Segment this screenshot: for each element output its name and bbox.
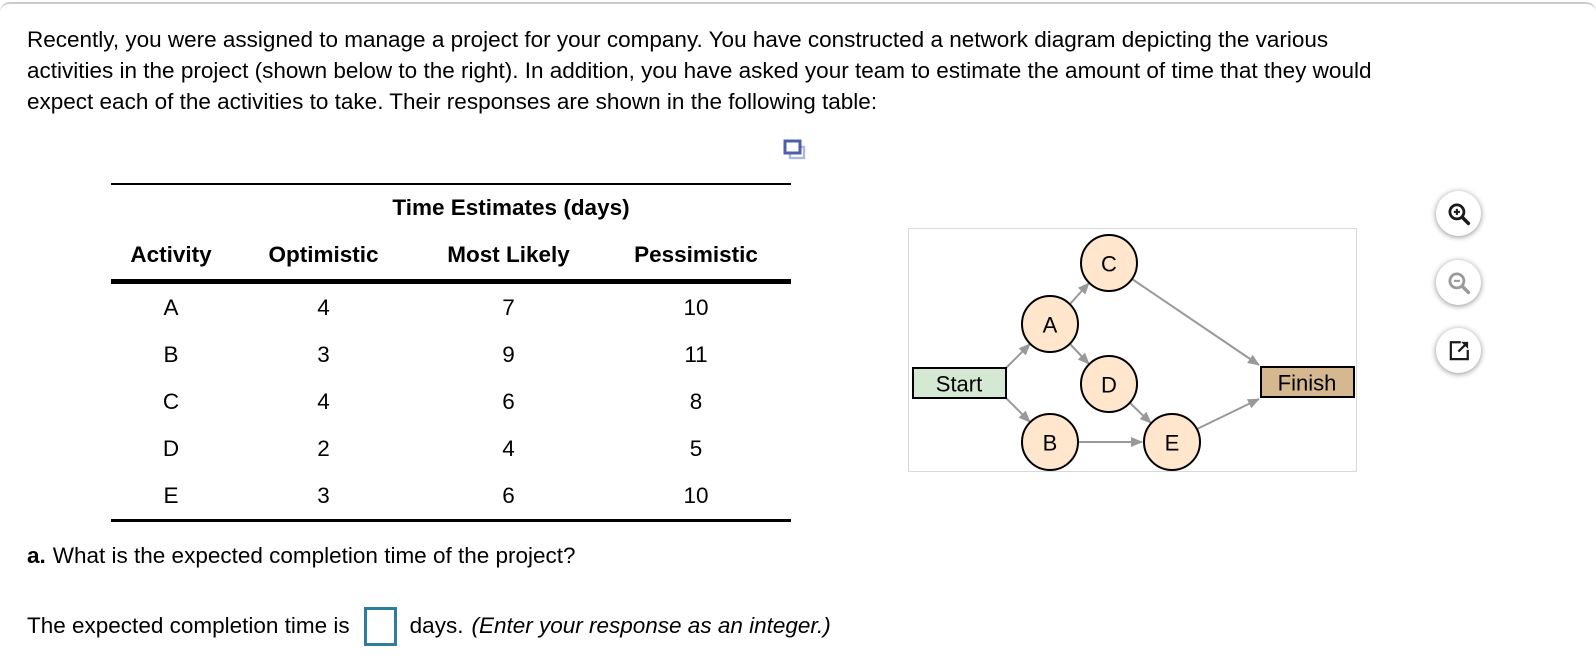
node-e: E	[1143, 413, 1201, 471]
table-span-title: Time Estimates (days)	[392, 195, 630, 220]
col-header-pessimistic: Pessimistic	[601, 231, 791, 284]
cell-activity: C	[162, 388, 180, 414]
table-row: C 4 6 8	[111, 378, 791, 425]
time-estimates-table-wrap: Time Estimates (days) Activity Optimisti…	[111, 183, 791, 522]
edge-a-c	[1069, 282, 1090, 305]
network-diagram: Start Finish A B C D	[908, 228, 1357, 472]
edge-d-e	[1129, 402, 1152, 424]
cell-pessimistic: 5	[689, 435, 703, 461]
panel-top-border	[0, 2, 1596, 14]
cell-activity: D	[162, 435, 180, 461]
question-a: a.What is the expected completion time o…	[27, 543, 576, 569]
node-c: C	[1080, 234, 1138, 292]
zoom-out-icon	[1447, 271, 1470, 294]
cell-activity: A	[163, 294, 179, 320]
node-b: B	[1021, 413, 1079, 471]
col-header-activity: Activity	[111, 231, 231, 284]
cell-most-likely: 4	[502, 435, 515, 461]
table-row: E 3 6 10	[111, 472, 791, 522]
zoom-in-button[interactable]	[1436, 191, 1481, 236]
cell-most-likely: 6	[502, 388, 515, 414]
edge-a-d	[1069, 343, 1090, 365]
col-header-most-likely: Most Likely	[416, 231, 601, 284]
time-estimates-table: Time Estimates (days) Activity Optimisti…	[111, 183, 791, 522]
answer-unit: days.	[409, 613, 464, 638]
node-c-label: C	[1101, 252, 1117, 277]
open-in-new-window-button[interactable]	[1436, 328, 1481, 373]
intro-line-1: Recently, you were assigned to manage a …	[27, 27, 1329, 52]
cell-pessimistic: 11	[684, 341, 708, 367]
intro-paragraph: Recently, you were assigned to manage a …	[27, 24, 1371, 117]
cell-pessimistic: 10	[601, 472, 791, 522]
table-title-spacer	[111, 184, 231, 231]
open-in-new-icon	[1449, 340, 1469, 360]
cell-optimistic: 2	[317, 435, 330, 461]
node-d-label: D	[1101, 373, 1117, 398]
table-title-row: Time Estimates (days)	[111, 184, 791, 231]
zoom-in-icon	[1447, 202, 1470, 225]
pop-out-table-icon[interactable]	[781, 138, 809, 164]
question-a-text: What is the expected completion time of …	[52, 543, 576, 568]
question-a-label: a.	[27, 543, 46, 568]
cell-pessimistic: 8	[689, 388, 703, 414]
node-a: A	[1021, 295, 1079, 353]
cell-most-likely: 9	[502, 341, 515, 367]
copy-icon	[783, 139, 806, 160]
node-d: D	[1080, 355, 1138, 413]
edge-start-a	[1005, 343, 1031, 369]
cell-most-likely: 7	[502, 294, 515, 320]
cell-activity: E	[111, 472, 231, 522]
cell-optimistic: 4	[317, 294, 330, 320]
cell-activity: B	[163, 341, 179, 367]
intro-line-3: expect each of the activities to take. T…	[27, 89, 878, 114]
table-header-row: Activity Optimistic Most Likely Pessimis…	[111, 231, 791, 284]
answer-input[interactable]	[363, 606, 397, 646]
node-e-label: E	[1165, 431, 1180, 456]
node-a-label: A	[1043, 313, 1058, 338]
cell-most-likely: 6	[416, 472, 601, 522]
edge-start-b	[1005, 397, 1031, 423]
cell-optimistic: 3	[317, 341, 330, 367]
answer-prefix: The expected completion time is	[27, 613, 350, 638]
table-row: B 3 9 11	[111, 331, 791, 378]
node-start-label: Start	[936, 372, 982, 397]
table-row: D 2 4 5	[111, 425, 791, 472]
intro-line-2: activities in the project (shown below t…	[27, 58, 1372, 83]
col-header-optimistic: Optimistic	[231, 231, 416, 284]
node-b-label: B	[1043, 431, 1058, 456]
zoom-out-button[interactable]	[1436, 260, 1481, 305]
answer-instruction: (Enter your response as an integer.)	[471, 613, 831, 638]
node-finish: Finish	[1260, 366, 1355, 398]
cell-pessimistic: 10	[683, 294, 709, 320]
node-start: Start	[912, 367, 1007, 399]
answer-row: The expected completion time is days. (E…	[27, 603, 831, 649]
cell-optimistic: 3	[231, 472, 416, 522]
diagram-edges	[1005, 278, 1260, 447]
edge-c-finish	[1131, 278, 1260, 366]
node-finish-label: Finish	[1278, 371, 1337, 396]
table-row: A 4 7 10	[111, 282, 791, 332]
cell-optimistic: 4	[317, 388, 330, 414]
edge-e-finish	[1196, 398, 1260, 430]
